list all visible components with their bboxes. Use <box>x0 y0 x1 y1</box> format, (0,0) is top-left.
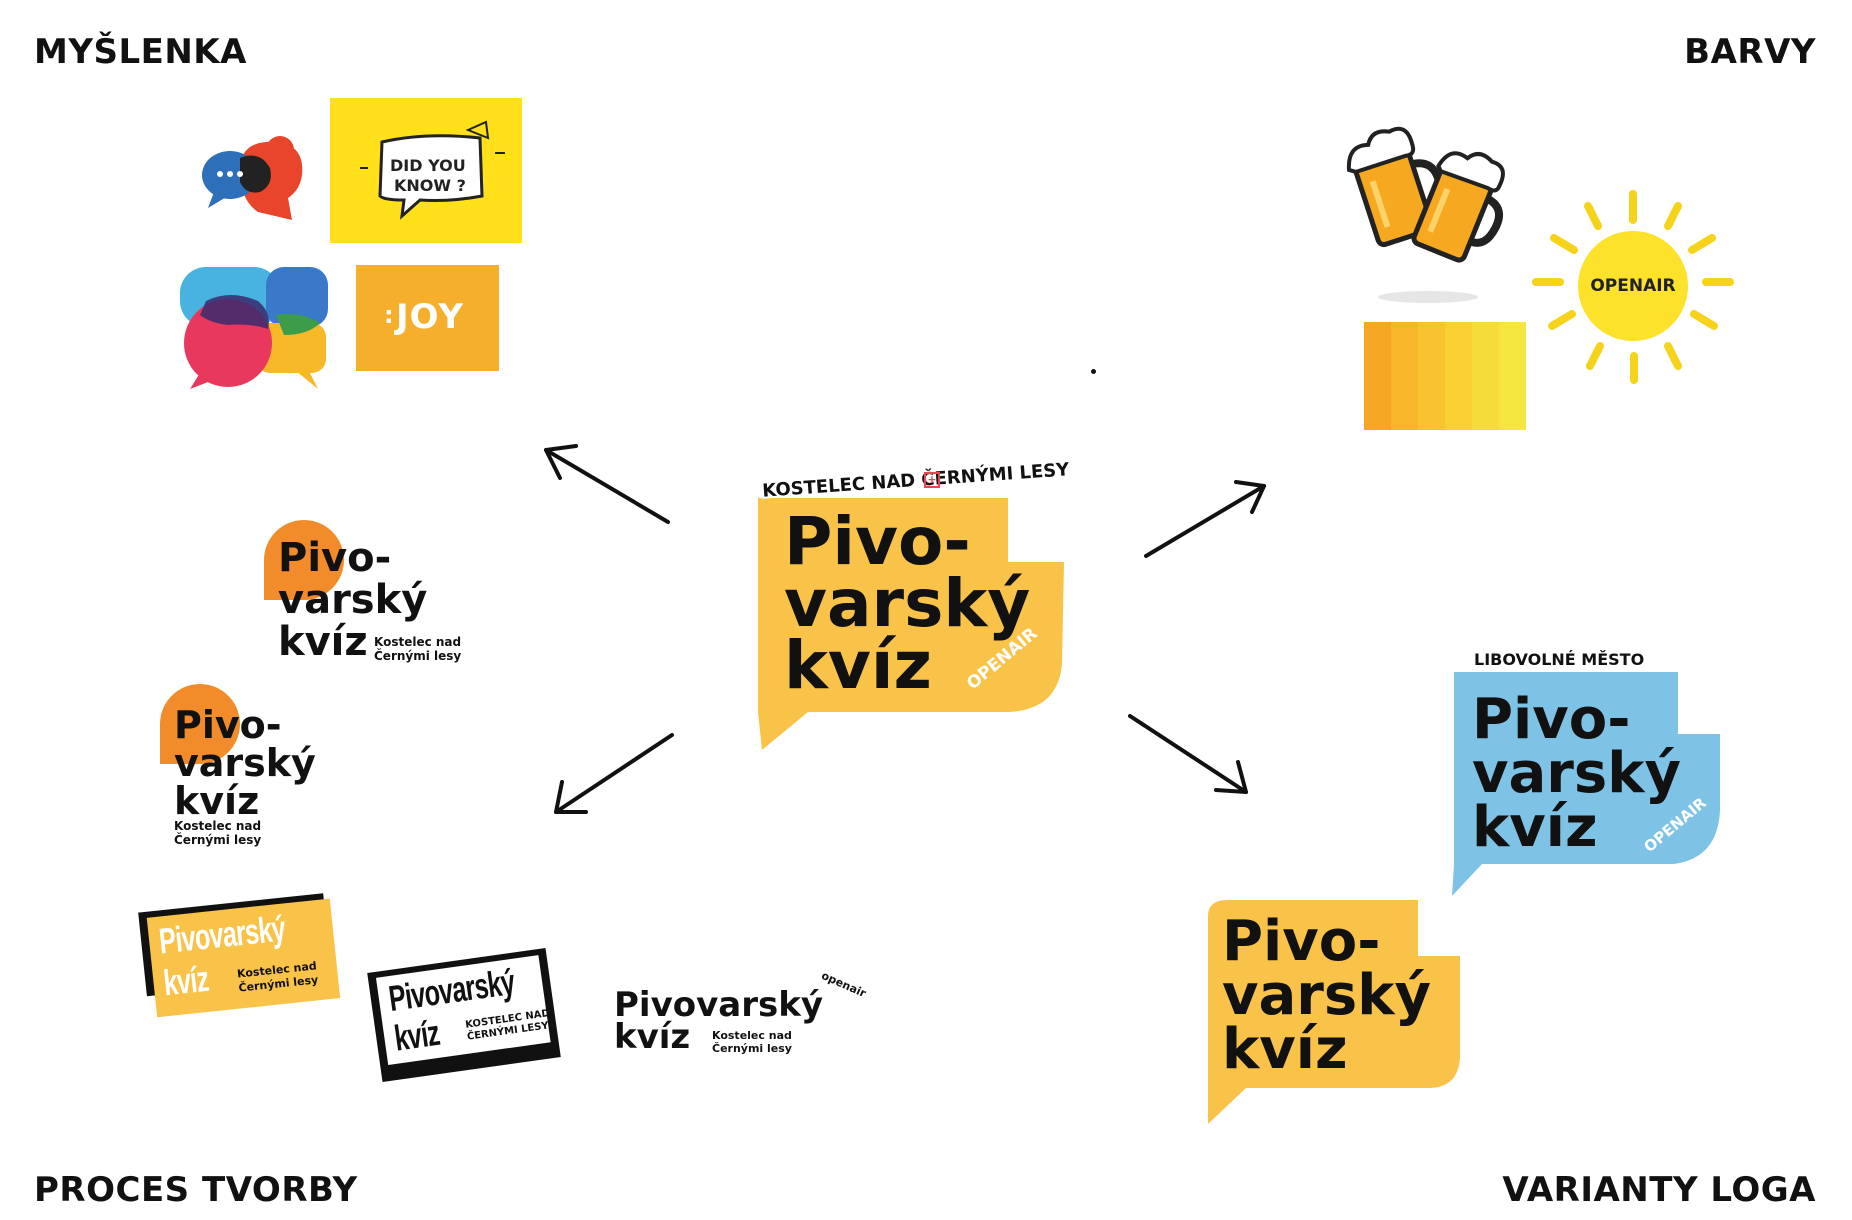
did-you-know-line1: DID YOU <box>390 156 466 175</box>
process-variant-2: Pivo- varský kvíz Kostelec nad Černými l… <box>160 684 340 847</box>
arrow-down-right <box>1128 714 1248 794</box>
main-logo-plus-icon: + <box>924 472 940 488</box>
v5-loc1: Kostelec nad <box>712 1029 792 1042</box>
swatch-5 <box>1472 322 1499 430</box>
dot <box>1091 369 1096 374</box>
swatch-1 <box>1364 322 1391 430</box>
yellow-line2: varský <box>1222 963 1431 1028</box>
yellow-line1: Pivo- <box>1222 909 1381 974</box>
heading-barvy: BARVY <box>1684 32 1816 72</box>
heading-proces-tvorby: PROCES TVORBY <box>34 1170 358 1210</box>
process-variant-5: Pivovarský kvíz Kostelec nad Černými les… <box>614 969 868 1058</box>
v1-loc2: Černými lesy <box>374 649 462 663</box>
heading-myslenka: MYŠLENKA <box>34 32 247 72</box>
swatch-3 <box>1418 322 1445 430</box>
v2-line1: Pivo- <box>174 703 282 747</box>
v1-line3: kvíz <box>278 619 368 665</box>
did-you-know-line2: KNOW ? <box>394 176 466 195</box>
blue-arc-text: LIBOVOLNÉ MĚSTO <box>1474 650 1645 669</box>
sun-icon: OPENAIR <box>1528 190 1738 390</box>
swatch-6 <box>1499 322 1526 430</box>
main-logo-line1: Pivo- <box>784 503 971 580</box>
blue-line1: Pivo- <box>1472 687 1631 752</box>
v5-line1: Pivovarský <box>614 985 823 1025</box>
v1-orange-blob <box>264 520 344 600</box>
v5-tag: openair <box>819 968 868 1001</box>
v4-line2: kvíz <box>391 1011 442 1059</box>
beer-mugs-icon <box>1345 115 1505 275</box>
blue-line2: varský <box>1472 741 1681 806</box>
v1-line1: Pivo- <box>278 535 392 581</box>
arrow-down-left <box>554 733 674 814</box>
v1-loc1: Kostelec nad <box>374 635 462 649</box>
v1-line2: varský <box>278 577 428 623</box>
swatch-4 <box>1445 322 1472 430</box>
main-logo: KOSTELEC NAD ČERNÝMI LESY + Pivo- varský… <box>728 459 1070 760</box>
variant-blue-logo: LIBOVOLNÉ MĚSTO Pivo- varský kvíz OPENAI… <box>1430 650 1730 900</box>
joy-card: : JOY <box>356 265 499 371</box>
v2-orange-blob <box>160 684 240 764</box>
v2-line2: varský <box>174 741 316 785</box>
shadow-ellipse <box>1378 291 1478 303</box>
color-swatch-strip <box>1364 322 1526 430</box>
main-logo-line3: kvíz <box>784 627 932 704</box>
v3-line2: kvíz <box>161 957 211 1004</box>
talking-head-icon <box>200 130 310 225</box>
variant-yellow-logo: Pivo- varský kvíz <box>1196 892 1466 1124</box>
arrow-up-left <box>544 444 670 524</box>
main-logo-line2: varský <box>784 565 1031 642</box>
swatch-2 <box>1391 322 1418 430</box>
v5-line2: kvíz <box>614 1017 691 1057</box>
v2-loc1: Kostelec nad <box>174 819 262 833</box>
process-variant-4: Pivovarský kvíz KOSTELEC NAD ČERNÝMI LES… <box>367 948 561 1082</box>
did-you-know-card: DID YOU KNOW ? <box>330 98 522 243</box>
arrow-up-right <box>1144 480 1266 558</box>
v2-loc2: Černými lesy <box>174 833 262 847</box>
process-variant-1: Pivo- varský kvíz Kostelec nad Černými l… <box>264 520 464 670</box>
overlapping-bubbles-icon <box>180 265 340 390</box>
blue-line3: kvíz <box>1472 795 1598 860</box>
joy-smile-icon: : <box>384 301 394 329</box>
v5-loc2: Černými lesy <box>712 1042 792 1055</box>
process-variant-3: Pivovarský kvíz Kostelec nad Černými les… <box>138 893 343 1027</box>
yellow-line3: kvíz <box>1222 1017 1348 1082</box>
heading-varianty-loga: VARIANTY LOGA <box>1502 1170 1816 1210</box>
v2-line3: kvíz <box>174 779 260 823</box>
sun-label: OPENAIR <box>1590 276 1676 296</box>
joy-label: JOY <box>396 297 464 337</box>
